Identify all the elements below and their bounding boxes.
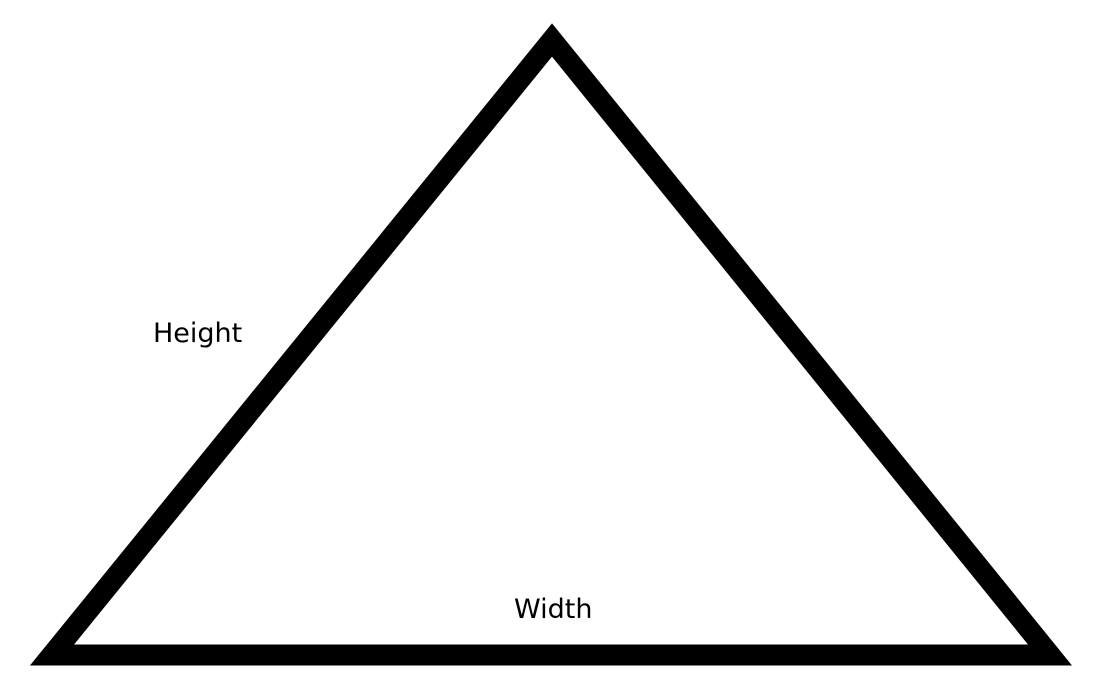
width-label: Width [514,594,593,625]
triangle-outline [29,23,1073,666]
height-label: Height [153,318,243,349]
